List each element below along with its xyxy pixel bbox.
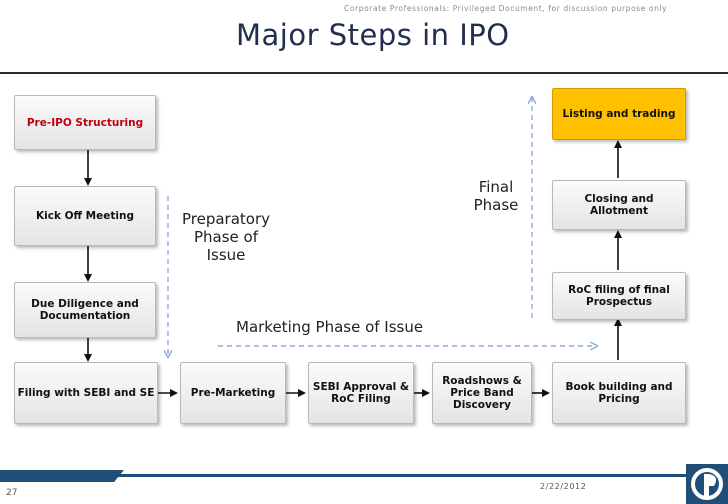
- step-book-building-line-1: Book building and: [565, 381, 673, 393]
- step-sebi-approval: SEBI Approval & RoC Filing: [308, 362, 414, 424]
- step-roc-filing-final: RoC filing of final Prospectus: [552, 272, 686, 320]
- footer-rule: [0, 474, 690, 477]
- step-due-diligence-line-1: Due Diligence and: [31, 298, 139, 310]
- step-filing-label: Filing with SEBI and SE: [17, 387, 155, 399]
- phase-label-final: Final Phase: [462, 178, 530, 214]
- phase-preparatory-line-3: Issue: [206, 246, 246, 264]
- step-pre-marketing: Pre-Marketing: [180, 362, 286, 424]
- page-title: Major Steps in IPO: [236, 18, 510, 52]
- step-roadshows-line-3: Discovery: [452, 399, 511, 411]
- step-pre-ipo-label: Pre-IPO Structuring: [26, 116, 144, 129]
- step-kick-off-meeting: Kick Off Meeting: [14, 186, 156, 246]
- step-due-diligence: Due Diligence and Documentation: [14, 282, 156, 338]
- phase-preparatory-line-2: Phase of: [193, 228, 258, 246]
- step-closing-line-1: Closing and: [584, 193, 654, 205]
- step-pre-marketing-label: Pre-Marketing: [190, 387, 276, 399]
- page-number: 27: [6, 488, 18, 498]
- step-closing-line-2: Allotment: [589, 205, 649, 217]
- step-book-building: Book building and Pricing: [552, 362, 686, 424]
- step-kick-off-label: Kick Off Meeting: [36, 210, 134, 222]
- phase-final-line-2: Phase: [473, 196, 519, 214]
- step-closing-allotment: Closing and Allotment: [552, 180, 686, 230]
- company-logo: [686, 464, 728, 504]
- step-due-diligence-line-2: Documentation: [39, 310, 131, 322]
- footer-tab: [0, 470, 124, 482]
- confidentiality-note: Corporate Professionals: Privileged Docu…: [344, 4, 668, 13]
- step-roadshows-line-1: Roadshows &: [442, 375, 522, 387]
- step-listing-trading: Listing and trading: [552, 88, 686, 140]
- step-sebi-approval-line-2: RoC Filing: [331, 393, 391, 405]
- step-roadshows: Roadshows & Price Band Discovery: [432, 362, 532, 424]
- phase-final-line-1: Final: [478, 178, 514, 196]
- step-book-building-line-2: Pricing: [598, 393, 640, 405]
- step-pre-ipo-structuring: Pre-IPO Structuring: [14, 95, 156, 150]
- phase-marketing-text: Marketing Phase of Issue: [236, 318, 424, 336]
- phase-preparatory-line-1: Preparatory: [181, 210, 271, 228]
- step-roadshows-line-2: Price Band: [450, 387, 514, 399]
- step-roc-final-line-2: Prospectus: [586, 296, 652, 308]
- step-roc-final-line-1: RoC filing of final: [568, 284, 670, 296]
- phase-label-preparatory: Preparatory Phase of Issue: [174, 210, 278, 264]
- step-sebi-approval-line-1: SEBI Approval &: [312, 381, 410, 393]
- step-listing-label: Listing and trading: [562, 108, 676, 120]
- slide-date: 2/22/2012: [540, 482, 587, 491]
- step-filing-sebi-se: Filing with SEBI and SE: [14, 362, 158, 424]
- phase-label-marketing: Marketing Phase of Issue: [236, 318, 456, 336]
